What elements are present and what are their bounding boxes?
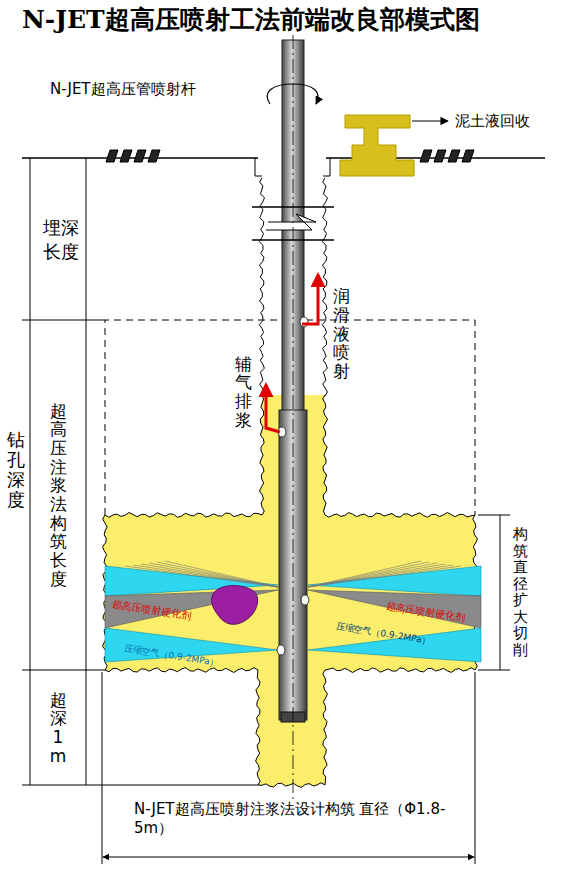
annotation-label: 泥土液回收 [455, 112, 530, 131]
annotation-label: 超高压注浆法构筑长度 [50, 402, 67, 589]
jet-stream-line [308, 561, 421, 587]
paving-hatch [448, 150, 460, 162]
air-label: 压缩空气（0.9-2MPa） [123, 643, 219, 669]
paving-hatch [134, 150, 146, 162]
extension-line [475, 672, 476, 864]
annotation-label: 润滑液喷射 [333, 287, 350, 380]
dimension-tick [478, 670, 510, 671]
dimension-line [30, 158, 31, 785]
annotation-label: N-JET超高压管喷射杆 [50, 80, 196, 99]
air-label: 压缩空气（0.9-2MPa） [335, 621, 431, 647]
dimension-tick [478, 515, 510, 516]
center-axis [293, 35, 294, 830]
borehole-collar [323, 158, 330, 176]
nozzle [277, 645, 285, 655]
exhaust-arrow [266, 385, 280, 432]
diagram-title: N-JET超高压喷射工法前端改良部模式图 [22, 4, 480, 35]
paving-hatch [420, 150, 432, 162]
mud-return-arrow [412, 120, 448, 121]
jet-stream-line [308, 565, 453, 587]
paving-hatch [148, 150, 160, 162]
jet-stream-line [308, 563, 437, 587]
annotation-label: N-JET超高压喷射注浆法设计构筑 直径（Φ1.8-5m） [134, 800, 464, 838]
jet-stream-line [165, 561, 278, 587]
jet-label: 超高压喷射硬化剂 [385, 600, 466, 625]
jet-stream-line [141, 564, 278, 587]
mud-outflow [340, 115, 414, 176]
borehole-wall [259, 178, 264, 396]
hardener-jet [308, 590, 481, 628]
nozzle [301, 595, 309, 605]
annotation-label: 超深1m [50, 691, 67, 766]
borehole-wall [322, 178, 327, 396]
paving-hatch [434, 150, 446, 162]
dimension-tick [22, 785, 258, 786]
paving-hatch [462, 150, 474, 162]
dimension-tick [22, 320, 105, 321]
jet-stream-line [133, 565, 278, 587]
lubricant-arrow [302, 275, 318, 324]
annotation-label: 构筑直径扩大切削 [513, 526, 528, 658]
jet-stream-line [149, 563, 278, 587]
dimension-tick [22, 670, 105, 671]
paving-hatch [120, 150, 132, 162]
jet-stream-line [308, 562, 429, 587]
annotation-label: 钻孔深度 [7, 430, 25, 509]
dimension-line [500, 515, 501, 670]
annotation-label: 埋深长度 [43, 216, 81, 265]
borehole-collar [255, 158, 262, 176]
extension-line [102, 672, 103, 864]
jet-label: 超高压喷射硬化剂 [111, 598, 192, 623]
rotation-arrow [267, 84, 318, 104]
break-mark [266, 214, 316, 230]
dimension-line [86, 158, 87, 785]
paving-hatch [106, 150, 118, 162]
diameter-dimension [103, 857, 474, 858]
jet-stream-line [157, 562, 278, 587]
jet-stream-line [308, 564, 445, 587]
soil-lump [212, 586, 258, 625]
annotation-label: 辅气排浆 [235, 355, 252, 430]
